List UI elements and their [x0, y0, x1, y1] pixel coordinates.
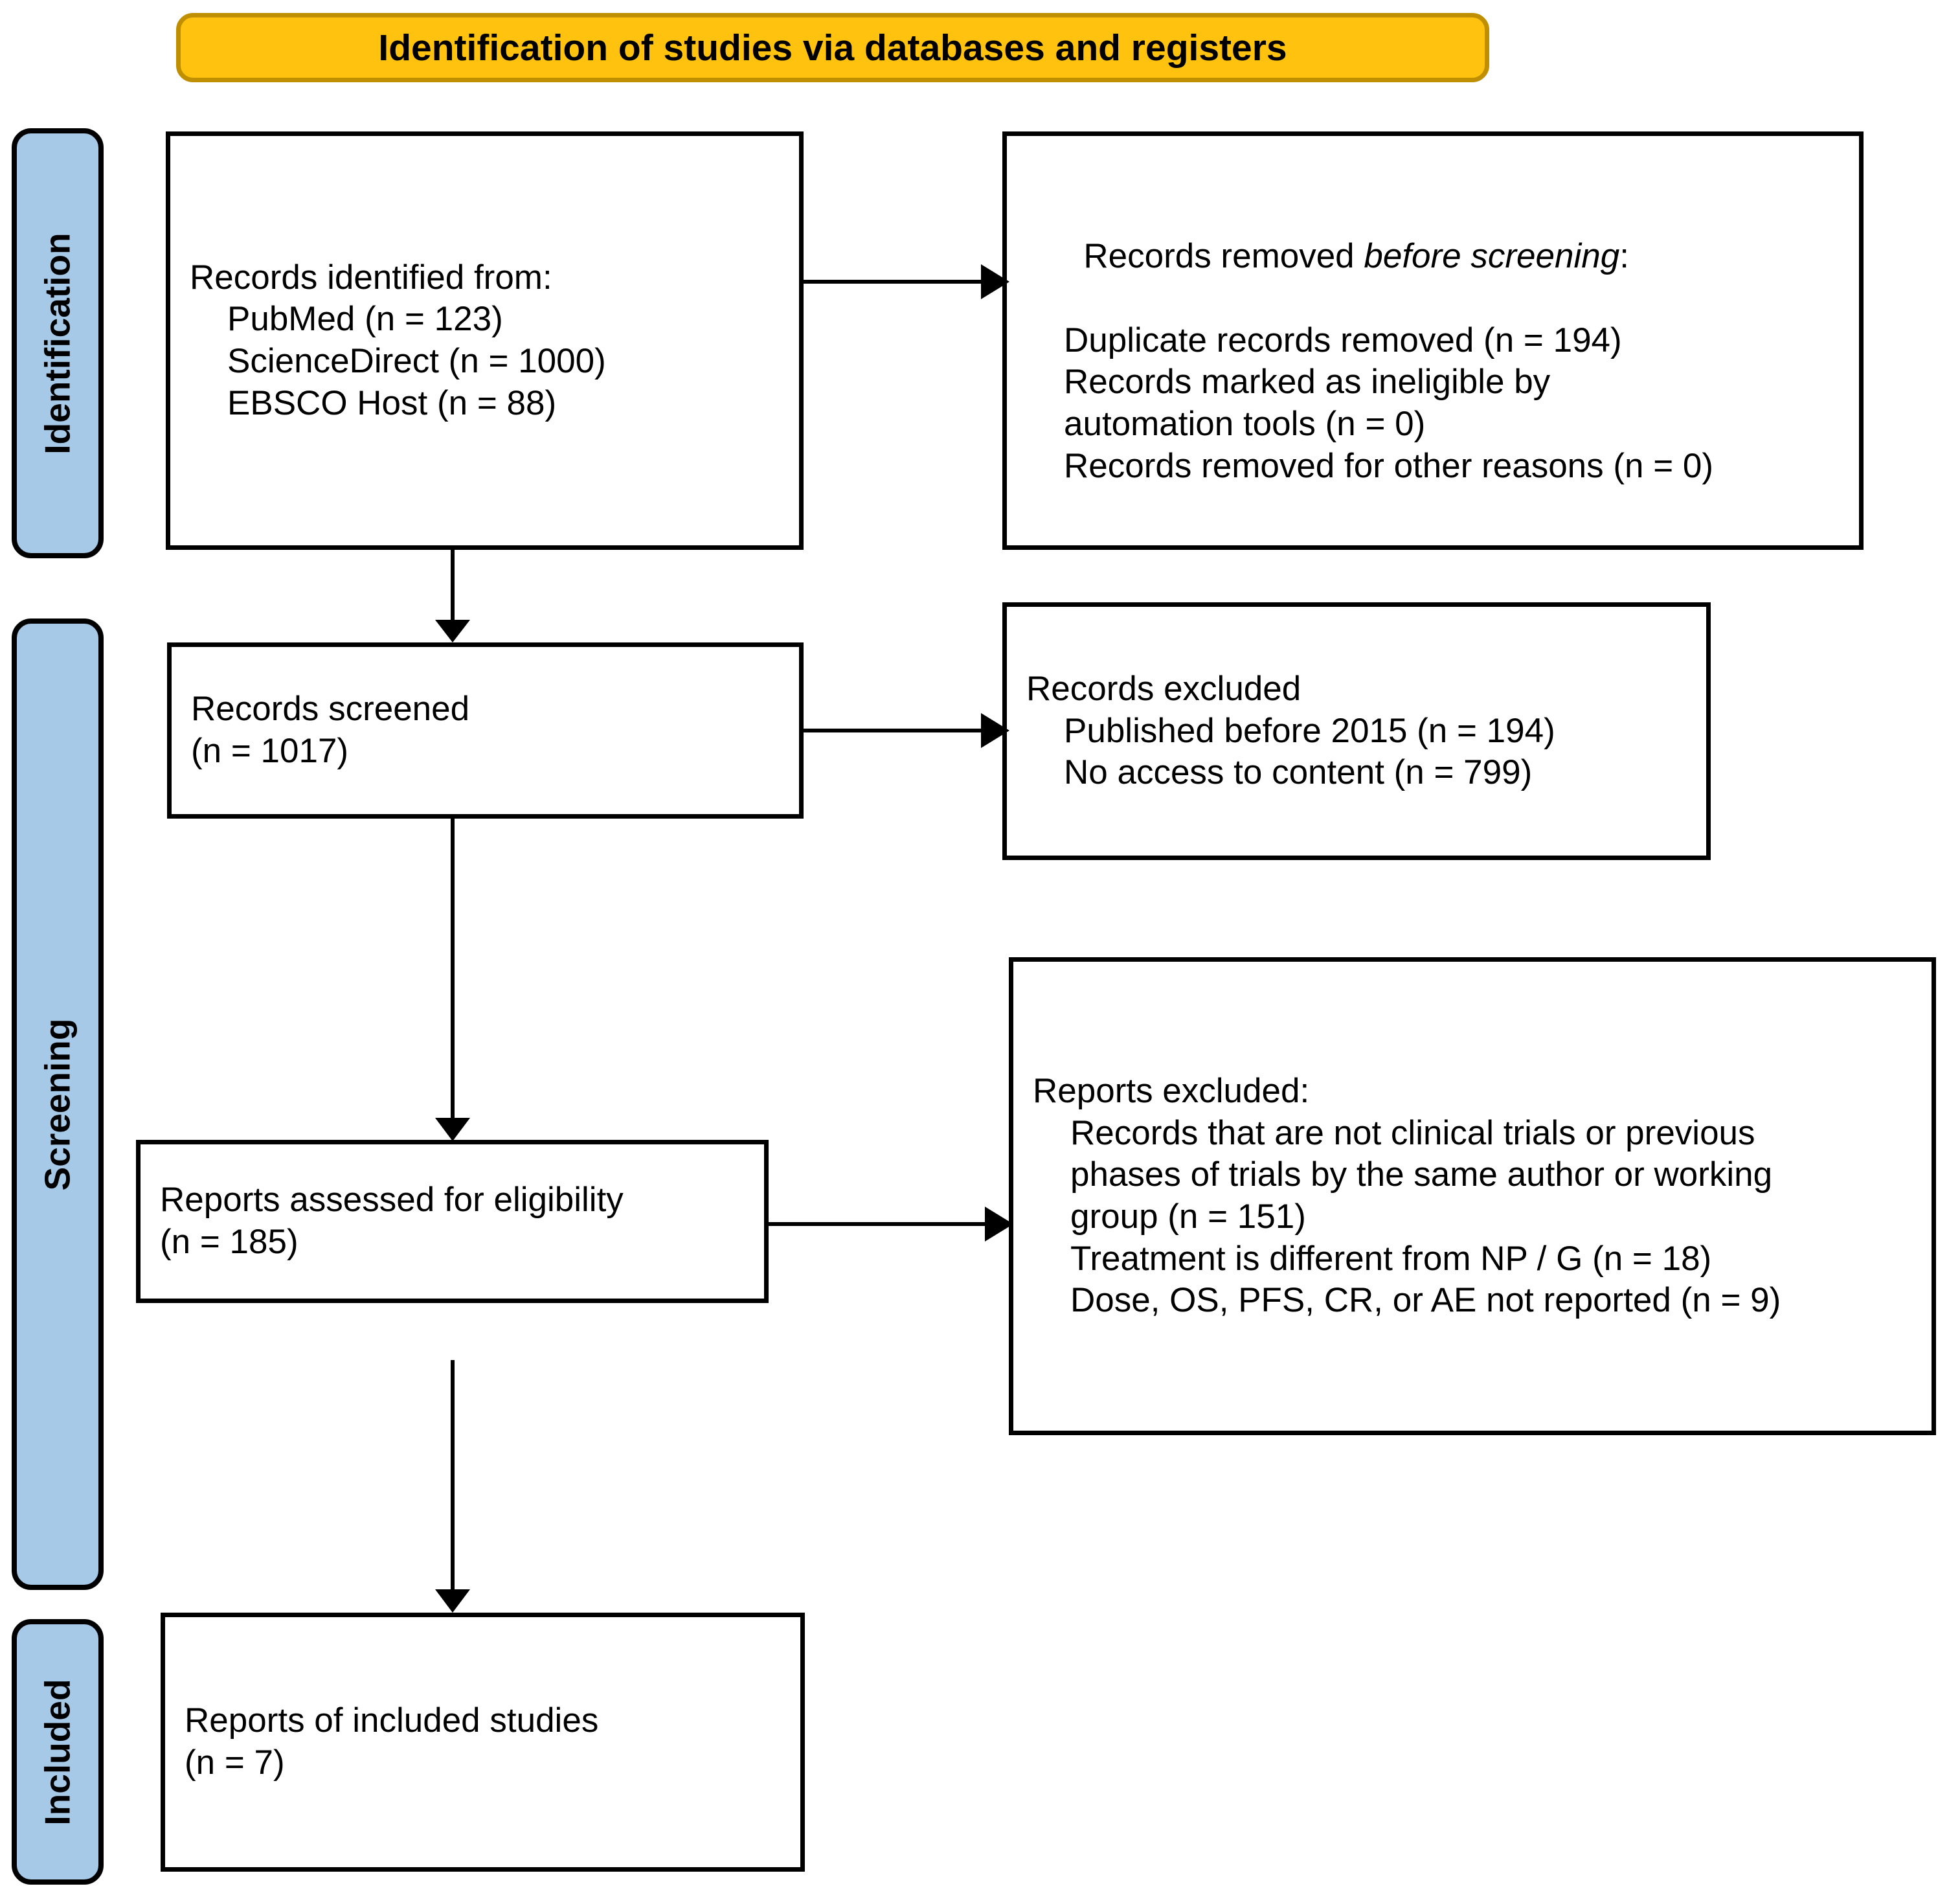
arrow-assessed-to-reports-excluded — [769, 1201, 1015, 1247]
reports-assessed-count: (n = 185) — [160, 1223, 299, 1261]
box-reports-excluded: Reports excluded: Records that are not c… — [1009, 957, 1936, 1435]
records-identified-source-sciencedirect: ScienceDirect (n = 1000) — [227, 342, 606, 380]
stage-tab-identification: Identification — [12, 128, 104, 558]
records-removed-ineligible-line2: automation tools (n = 0) — [1064, 404, 1426, 443]
reports-excluded-outcomes-not-reported: Dose, OS, PFS, CR, or AE not reported (n… — [1070, 1281, 1781, 1320]
records-removed-heading-suffix: : — [1619, 237, 1629, 276]
records-identified-source-pubmed: PubMed (n = 123) — [227, 300, 503, 339]
stage-tab-screening-label: Screening — [37, 1018, 78, 1190]
records-screened-heading: Records screened — [191, 690, 470, 729]
stage-tab-identification-label: Identification — [37, 232, 78, 455]
box-records-identified: Records identified from: PubMed (n = 123… — [166, 131, 804, 550]
reports-included-count: (n = 7) — [185, 1743, 285, 1782]
records-removed-heading-prefix: Records removed — [1083, 237, 1364, 276]
arrow-assessed-to-included — [433, 1360, 473, 1614]
phase-banner-identification: Identification of studies via databases … — [176, 13, 1489, 82]
reports-assessed-heading: Reports assessed for eligibility — [160, 1181, 624, 1220]
records-excluded-heading: Records excluded — [1026, 670, 1301, 709]
records-removed-duplicates: Duplicate records removed (n = 194) — [1064, 321, 1622, 359]
stage-tab-included: Included — [12, 1619, 104, 1885]
reports-included-heading: Reports of included studies — [185, 1701, 599, 1740]
box-reports-included-studies: Reports of included studies (n = 7) — [161, 1613, 805, 1872]
box-records-screened: Records screened (n = 1017) — [167, 642, 804, 819]
stage-tab-included-label: Included — [37, 1678, 78, 1826]
arrow-screened-to-assessed — [433, 819, 473, 1142]
phase-banner-title: Identification of studies via databases … — [378, 27, 1287, 69]
reports-excluded-treatment-different: Treatment is different from NP / G (n = … — [1070, 1239, 1712, 1278]
reports-excluded-not-clinical-trials-line3: group (n = 151) — [1070, 1197, 1306, 1236]
records-removed-heading: Records removed before screening: — [1026, 194, 1840, 320]
records-removed-ineligible-line1: Records marked as ineligible by — [1064, 363, 1551, 402]
records-identified-heading: Records identified from: — [190, 258, 552, 297]
records-excluded-published-before-2015: Published before 2015 (n = 194) — [1064, 711, 1555, 750]
reports-excluded-not-clinical-trials-line1: Records that are not clinical trials or … — [1070, 1113, 1755, 1152]
reports-excluded-heading: Reports excluded: — [1033, 1072, 1310, 1111]
box-records-removed-before-screening: Records removed before screening: Duplic… — [1002, 131, 1864, 550]
box-records-excluded: Records excluded Published before 2015 (… — [1002, 602, 1711, 860]
stage-tab-screening: Screening — [12, 618, 104, 1590]
records-removed-other-reasons: Records removed for other reasons (n = 0… — [1064, 446, 1714, 485]
arrow-screened-to-excluded — [804, 708, 1011, 753]
records-screened-count: (n = 1017) — [191, 732, 349, 770]
records-removed-heading-emphasis: before screening — [1364, 237, 1620, 276]
records-excluded-no-access: No access to content (n = 799) — [1064, 753, 1533, 792]
reports-excluded-not-clinical-trials-line2: phases of trials by the same author or w… — [1070, 1155, 1773, 1194]
arrow-identified-to-removed — [804, 259, 1011, 304]
box-reports-assessed-for-eligibility: Reports assessed for eligibility (n = 18… — [136, 1140, 769, 1303]
records-identified-source-ebsco: EBSCO Host (n = 88) — [227, 383, 557, 422]
arrow-identified-to-screened — [433, 550, 473, 644]
